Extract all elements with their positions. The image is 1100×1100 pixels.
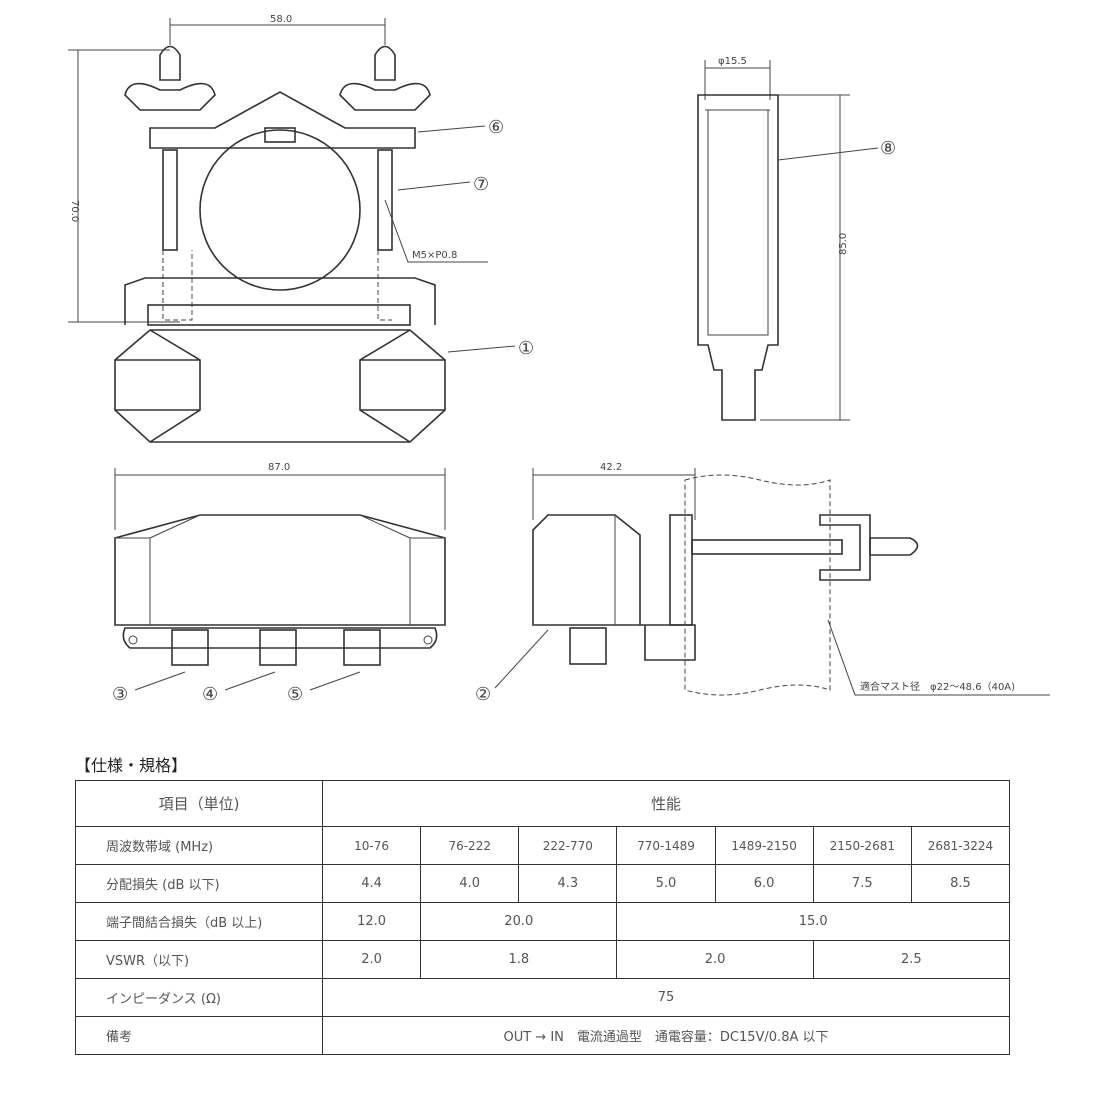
dim-front-width: 58.0 <box>270 14 292 25</box>
cell: 2150-2681 <box>812 826 912 865</box>
dim-depth: 42.2 <box>600 462 622 473</box>
dim-front-height: 70.0 <box>69 200 80 222</box>
cell: 2.0 <box>616 940 814 979</box>
cell: 75 <box>322 978 1010 1017</box>
cell: 4.4 <box>321 864 422 903</box>
technical-drawing: 58.0 70.0 ⑥ ⑦ M5×P0.8 ① φ15.5 85.0 <box>68 14 1050 705</box>
mast-diameter-label: 適合マスト径 φ22～48.6（40A) <box>860 680 1015 693</box>
dim-side-diameter: φ15.5 <box>718 56 747 67</box>
cell: 76-222 <box>420 826 520 865</box>
callout-3: ③ <box>112 684 128 705</box>
cell: 2.0 <box>321 940 422 979</box>
table-row: 備考 OUT → IN 電流通過型 通電容量：DC15V/0.8A 以下 <box>75 1016 1010 1055</box>
cell: 8.5 <box>910 864 1011 903</box>
row-label: インピーダンス (Ω) <box>75 978 323 1017</box>
cell: 15.0 <box>616 902 1010 941</box>
callout-6: ⑥ <box>488 117 504 138</box>
cell: 10-76 <box>321 826 422 865</box>
cell: 5.0 <box>616 864 716 903</box>
table-row: VSWR（以下) 2.0 1.8 2.0 2.5 <box>75 940 1011 979</box>
row-label: 周波数帯域 (MHz) <box>75 826 323 865</box>
dim-bottom-width: 87.0 <box>268 462 290 473</box>
table-header-row: 項目（単位) 性能 <box>75 780 1010 827</box>
table-row: 端子間結合損失（dB 以上) 12.0 20.0 15.0 <box>75 902 1010 941</box>
cell: 4.3 <box>518 864 618 903</box>
header-item: 項目（単位) <box>75 780 323 827</box>
callout-1: ① <box>518 338 534 359</box>
mount-view: 42.2 ② 適合マスト径 φ22～48.6（40A) <box>475 462 1050 705</box>
cell: 770-1489 <box>616 826 716 865</box>
spec-title: 【仕様・規格】 <box>75 756 188 775</box>
callout-8: ⑧ <box>880 138 896 159</box>
row-label: VSWR（以下) <box>75 940 323 979</box>
cell: 12.0 <box>321 902 422 941</box>
row-label: 分配損失 (dB 以下) <box>75 864 323 903</box>
row-label: 備考 <box>75 1016 323 1055</box>
cell: 1.8 <box>420 940 618 979</box>
header-performance: 性能 <box>322 780 1010 827</box>
thread-label: M5×P0.8 <box>412 250 457 261</box>
side-view: φ15.5 85.0 ⑧ <box>697 56 896 421</box>
table-row: インピーダンス (Ω) 75 <box>75 978 1010 1017</box>
cell: 4.0 <box>420 864 520 903</box>
cell: 6.0 <box>714 864 814 903</box>
row-label: 端子間結合損失（dB 以上) <box>75 902 323 941</box>
cell: 7.5 <box>812 864 912 903</box>
front-view: 58.0 70.0 ⑥ ⑦ M5×P0.8 ① <box>68 14 534 443</box>
dim-side-height: 85.0 <box>838 233 849 255</box>
spec-table: 項目（単位) 性能 周波数帯域 (MHz) 10-76 76-222 222-7… <box>75 780 1011 1055</box>
table-row: 周波数帯域 (MHz) 10-76 76-222 222-770 770-148… <box>75 826 1011 865</box>
callout-5: ⑤ <box>287 684 303 705</box>
cell: 2.5 <box>812 940 1011 979</box>
cell: 20.0 <box>420 902 618 941</box>
cell: OUT → IN 電流通過型 通電容量：DC15V/0.8A 以下 <box>322 1016 1010 1055</box>
table-row: 分配損失 (dB 以下) 4.4 4.0 4.3 5.0 6.0 7.5 8.5 <box>75 864 1011 903</box>
callout-2: ② <box>475 684 491 705</box>
callout-7: ⑦ <box>473 174 489 195</box>
cell: 222-770 <box>518 826 618 865</box>
bottom-view: 87.0 ③ ④ ⑤ <box>112 462 446 705</box>
callout-4: ④ <box>202 684 218 705</box>
cell: 1489-2150 <box>714 826 814 865</box>
cell: 2681-3224 <box>910 826 1011 865</box>
